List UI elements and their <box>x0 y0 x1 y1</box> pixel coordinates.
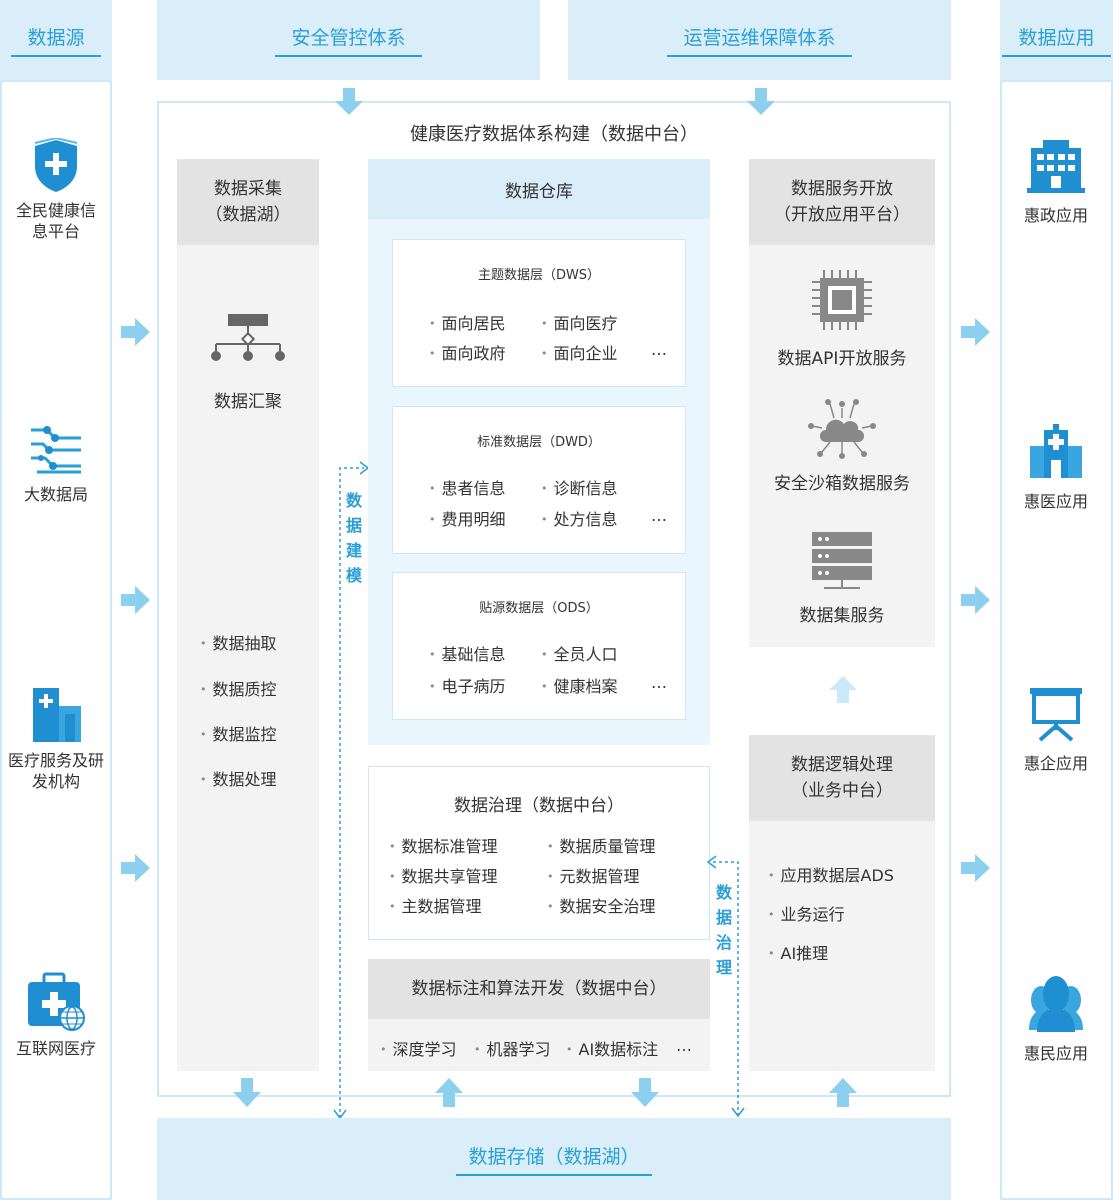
collection-item: 数据监控 <box>200 721 277 745</box>
header-sources: 数据源 <box>0 0 112 80</box>
cloud-network-icon <box>808 399 876 459</box>
app-item-people: 惠民应用 <box>1000 972 1112 1064</box>
governance-label: 数 据 治 理 <box>715 883 732 977</box>
layer-item: 处方信息 <box>541 506 618 530</box>
layer-item: 面向政府 <box>429 340 506 364</box>
people-icon <box>1029 976 1083 1032</box>
service-label: 安全沙箱数据服务 <box>774 474 910 494</box>
layer-item: 费用明细 <box>429 506 506 530</box>
hospital-icon <box>1030 424 1082 478</box>
layer-item: 面向医疗 <box>541 310 618 334</box>
logic-item: AI推理 <box>768 940 829 964</box>
layer-item: 电子病历 <box>429 673 506 697</box>
platform-title: 健康医疗数据体系构建（数据中台） <box>410 124 698 145</box>
aggregate-label: 数据汇聚 <box>214 392 282 412</box>
header-security: 安全管控体系 <box>157 0 540 80</box>
header-operations: 运营运维保障体系 <box>568 0 951 80</box>
medical-kit-globe-icon <box>28 972 85 1031</box>
source-item-internet-medical: 互联网医疗 <box>0 972 112 1059</box>
chip-icon <box>812 270 872 330</box>
arrow-down-storage-1 <box>233 1078 261 1107</box>
service-header: 数据服务开放 （开放应用平台） <box>749 159 935 245</box>
layer-dwd: 标准数据层（DWD） 患者信息 诊断信息 费用明细 处方信息 … <box>392 406 686 554</box>
layer-dws: 主题数据层（DWS） 面向居民 面向医疗 面向政府 面向企业 … <box>392 239 686 387</box>
server-icon <box>812 532 872 589</box>
collection-item: 数据抽取 <box>200 630 277 654</box>
annotation-item: AI数据标注 <box>566 1036 659 1060</box>
source-item-medical-institutions: 医疗服务及研发机构 <box>0 686 112 792</box>
collection-header: 数据采集 （数据湖） <box>177 159 319 245</box>
annotation-more: … <box>676 1036 692 1055</box>
arrow-down-storage-2 <box>631 1078 659 1107</box>
arrow-right-4 <box>961 318 990 346</box>
layer-more: … <box>651 673 667 692</box>
data-network-icon <box>31 426 81 474</box>
layer-more: … <box>651 340 667 359</box>
arrow-right-2 <box>121 586 150 614</box>
arrow-right-3 <box>121 854 150 882</box>
governance-item: 数据标准管理 <box>389 833 498 857</box>
warehouse-header: 数据仓库 <box>368 159 710 219</box>
service-label: 数据API开放服务 <box>777 349 907 369</box>
storage-bar: 数据存储（数据湖） <box>157 1118 951 1200</box>
app-item-medical: 惠医应用 <box>1000 424 1112 512</box>
arrow-up-storage-1 <box>435 1078 463 1107</box>
collection-panel <box>177 159 319 1071</box>
hospital-building-icon <box>33 688 81 742</box>
annotation-header: 数据标注和算法开发（数据中台） <box>368 959 710 1019</box>
governance-item: 元数据管理 <box>547 863 640 887</box>
shield-plus-icon <box>34 138 78 192</box>
source-item-health-platform: 全民健康信息平台 <box>0 138 112 242</box>
layer-item: 健康档案 <box>541 673 618 697</box>
logic-item: 应用数据层ADS <box>768 862 894 886</box>
arrow-up-service <box>829 676 857 703</box>
layer-item: 患者信息 <box>429 475 506 499</box>
governance-title: 数据治理（数据中台） <box>454 796 624 816</box>
layer-item: 面向居民 <box>429 310 506 334</box>
annotation-item: 深度学习 <box>380 1036 457 1060</box>
annotation-item: 机器学习 <box>474 1036 551 1060</box>
arrow-right-1 <box>121 318 150 346</box>
governance-item: 数据质量管理 <box>547 833 656 857</box>
app-item-enterprise: 惠企应用 <box>1000 686 1112 774</box>
layer-ods: 贴源数据层（ODS） 基础信息 全员人口 电子病历 健康档案 … <box>392 572 686 720</box>
governance-item: 主数据管理 <box>389 893 482 917</box>
arrow-down-security <box>335 88 363 115</box>
platform-frame <box>157 101 951 1097</box>
governance-item: 数据共享管理 <box>389 863 498 887</box>
logic-header: 数据逻辑处理 （业务中台） <box>749 735 935 821</box>
arrow-down-operations <box>747 88 775 115</box>
governance-panel: 数据治理（数据中台） 数据标准管理 数据质量管理 数据共享管理 元数据管理 主数… <box>368 766 710 940</box>
arrow-right-6 <box>961 854 990 882</box>
presentation-board-icon <box>1030 688 1082 742</box>
collection-item: 数据处理 <box>200 766 277 790</box>
layer-item: 诊断信息 <box>541 475 618 499</box>
arrow-right-5 <box>961 586 990 614</box>
arrow-up-storage-2 <box>829 1078 857 1107</box>
source-item-bigdata-bureau: 大数据局 <box>0 424 112 505</box>
government-building-icon <box>1027 140 1085 193</box>
header-apps: 数据应用 <box>1000 0 1113 80</box>
service-label: 数据集服务 <box>799 606 885 626</box>
governance-dotted-arrow <box>706 855 745 1118</box>
app-item-gov: 惠政应用 <box>1000 138 1112 226</box>
layer-item: 全员人口 <box>541 641 618 665</box>
modeling-label: 数 据 建 模 <box>345 491 362 585</box>
layer-item: 面向企业 <box>541 340 618 364</box>
layer-item: 基础信息 <box>429 641 506 665</box>
logic-item: 业务运行 <box>768 901 845 925</box>
hierarchy-icon <box>211 314 285 361</box>
layer-more: … <box>651 506 667 525</box>
governance-item: 数据安全治理 <box>547 893 656 917</box>
collection-item: 数据质控 <box>200 676 277 700</box>
